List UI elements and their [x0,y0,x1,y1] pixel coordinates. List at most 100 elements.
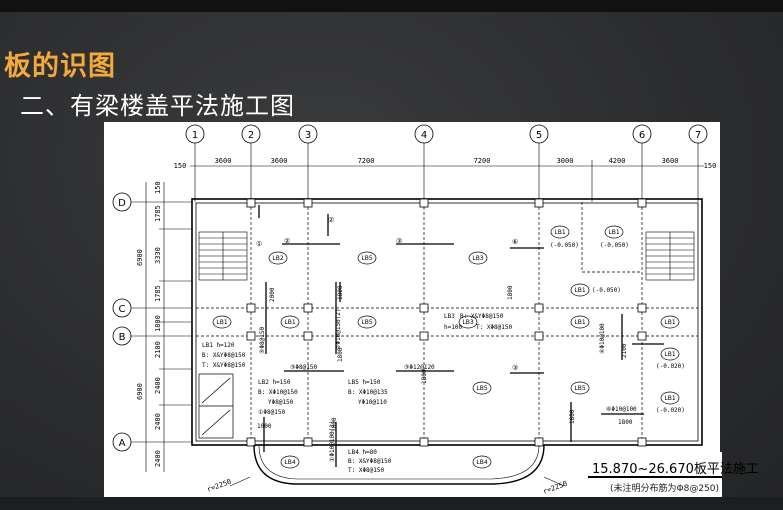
axis-label-6: 6 [639,130,645,141]
top-dim-4: 7200 [474,157,491,165]
axis-label-5: 5 [536,130,542,141]
floor-plan-drawing: 1 2 3 4 5 6 7 150 3600 3600 7200 7200 3 [104,122,759,497]
rebar-mark: ② [284,237,290,245]
beam-grid [196,202,698,442]
rebar-mark: ③ [512,364,518,372]
slab-def-lb2-b: B: XΦ10@150 [258,389,298,396]
slab-tag: LB1 [608,229,619,236]
slab-def-lb5-y: YΦ10@110 [358,399,387,406]
stair-right [645,231,695,281]
rebar-mark: ① [256,240,262,248]
rebar-callout: ①Φ10@100(2) [329,420,336,462]
rebar-callout: ④Φ10@100 [599,323,606,354]
slab-def-lb2-y: YΦ8@150 [268,399,294,406]
window-top-bar [0,0,783,12]
slide-subtitle: 二、有梁楼盖平法施工图 [20,92,295,120]
slab-tag: LB4 [476,459,487,466]
slab-def-lb3-h: h=100 [444,324,462,331]
slab-tag: LB3 [462,319,473,326]
slab-tag: LB1 [554,229,565,236]
row-axis-group [112,192,132,452]
slab-tag: LB5 [574,385,585,392]
left-dim-7: 2400 [154,413,162,430]
left-dim-1: 1785 [154,205,162,222]
rebar-mark: ② [328,216,334,224]
top-dim-8: 150 [704,162,717,170]
column-markers [246,198,647,447]
slab-tag-bubbles [212,225,680,469]
length-label: 2100 [621,343,628,358]
left-dim-8: 2400 [154,450,162,467]
left-dim-3: 1785 [154,285,162,302]
left-dim-4: 1800 [154,315,162,332]
left-total-0: 6900 [136,249,144,266]
plan-svg: 1 2 3 4 5 6 7 150 3600 3600 7200 7200 3 [112,124,717,496]
rebar-callout: ②Φ10@150(2) [335,308,342,350]
left-dim-6: 2400 [154,377,162,394]
rebar-lines [258,205,664,467]
top-dim-7: 3600 [662,157,679,165]
top-dim-1: 3600 [215,157,232,165]
elevation-note: (-0.020) [656,407,685,414]
radius-label-left: r=2250 [206,478,233,494]
top-dim-6: 4200 [609,157,626,165]
caption-underline [588,476,722,478]
top-dimension-line [190,143,704,202]
top-dim-0: 150 [174,162,187,170]
top-dim-5: 3000 [557,157,574,165]
slab-def-lb4: LB4 h=80 [348,449,377,456]
slab-tag: LB1 [664,351,675,358]
left-dimension-lines [131,182,192,472]
slab-def-lb1-t: T: X&YΦ8@150 [202,362,246,369]
slab-tag: LB2 [272,255,283,262]
slab-def-lb2: LB2 h=150 [258,379,291,386]
slab-tag: LB4 [284,459,295,466]
caption-note: (未注明分布筋为Φ8@250) [610,484,720,494]
axis-label-7: 7 [695,130,701,141]
rebar-callout: ⑤Φ8@150 [259,327,266,354]
slab-def-lb5: LB5 h=150 [348,379,381,386]
length-label: 1800 [337,347,344,362]
slab-def-lb1-b: B: X&YΦ8@150 [202,352,246,359]
drawing-caption: 15.870~26.670板平法施工 (未注明分布筋为Φ8@250) [582,452,759,497]
rebar-callout: ③Φ12@120 [404,364,435,371]
slab-tag: LB1 [664,319,675,326]
left-dim-5: 2100 [154,341,162,358]
slab-tag: LB1 [574,287,585,294]
axis-label-D: D [118,198,126,209]
rebar-callout: ③Φ8@150 [290,364,317,371]
slab-def-lb3-t: T: XΦ8@150 [476,324,513,331]
length-label: 2000 [269,287,276,302]
length-label: 1000 [257,423,272,430]
bottom-strip [0,497,783,510]
slab-tag: LB1 [574,319,585,326]
top-dim-3: 7200 [358,157,375,165]
rebar-mark: ⑥ [512,238,518,246]
slab-def-lb3: LB3 [444,313,455,320]
stair-left [198,231,248,281]
length-label: 1800 [618,419,633,426]
slab-tag: LB5 [361,255,372,262]
axis-label-C: C [119,304,126,315]
shaft-lower-left [198,373,234,439]
slab-def-lb4-t: T: XΦ8@150 [348,467,385,474]
slab-tag: LB3 [472,255,483,262]
elevation-note: (-0.050) [600,242,629,249]
slab-tag: LB1 [284,319,295,326]
axis-label-A: A [119,438,126,449]
left-total-1: 6900 [136,383,144,400]
length-label: 1800 [569,409,576,424]
top-dim-2: 3600 [271,157,288,165]
slab-tag: LB5 [361,319,372,326]
axis-label-4: 4 [421,130,427,141]
rebar-callout: ⑥Φ10@100 [606,406,637,413]
axis-label-1: 1 [192,130,198,141]
length-label: 1800 [507,285,514,300]
elevation-note: (-0.050) [550,242,579,249]
curved-entrance-wall [253,444,545,485]
slab-def-lb1: LB1 h=120 [202,342,235,349]
left-dim-2: 3330 [154,247,162,264]
slab-tag: LB1 [664,395,675,402]
axis-label-2: 2 [248,130,254,141]
slab-tag: LB5 [476,385,487,392]
